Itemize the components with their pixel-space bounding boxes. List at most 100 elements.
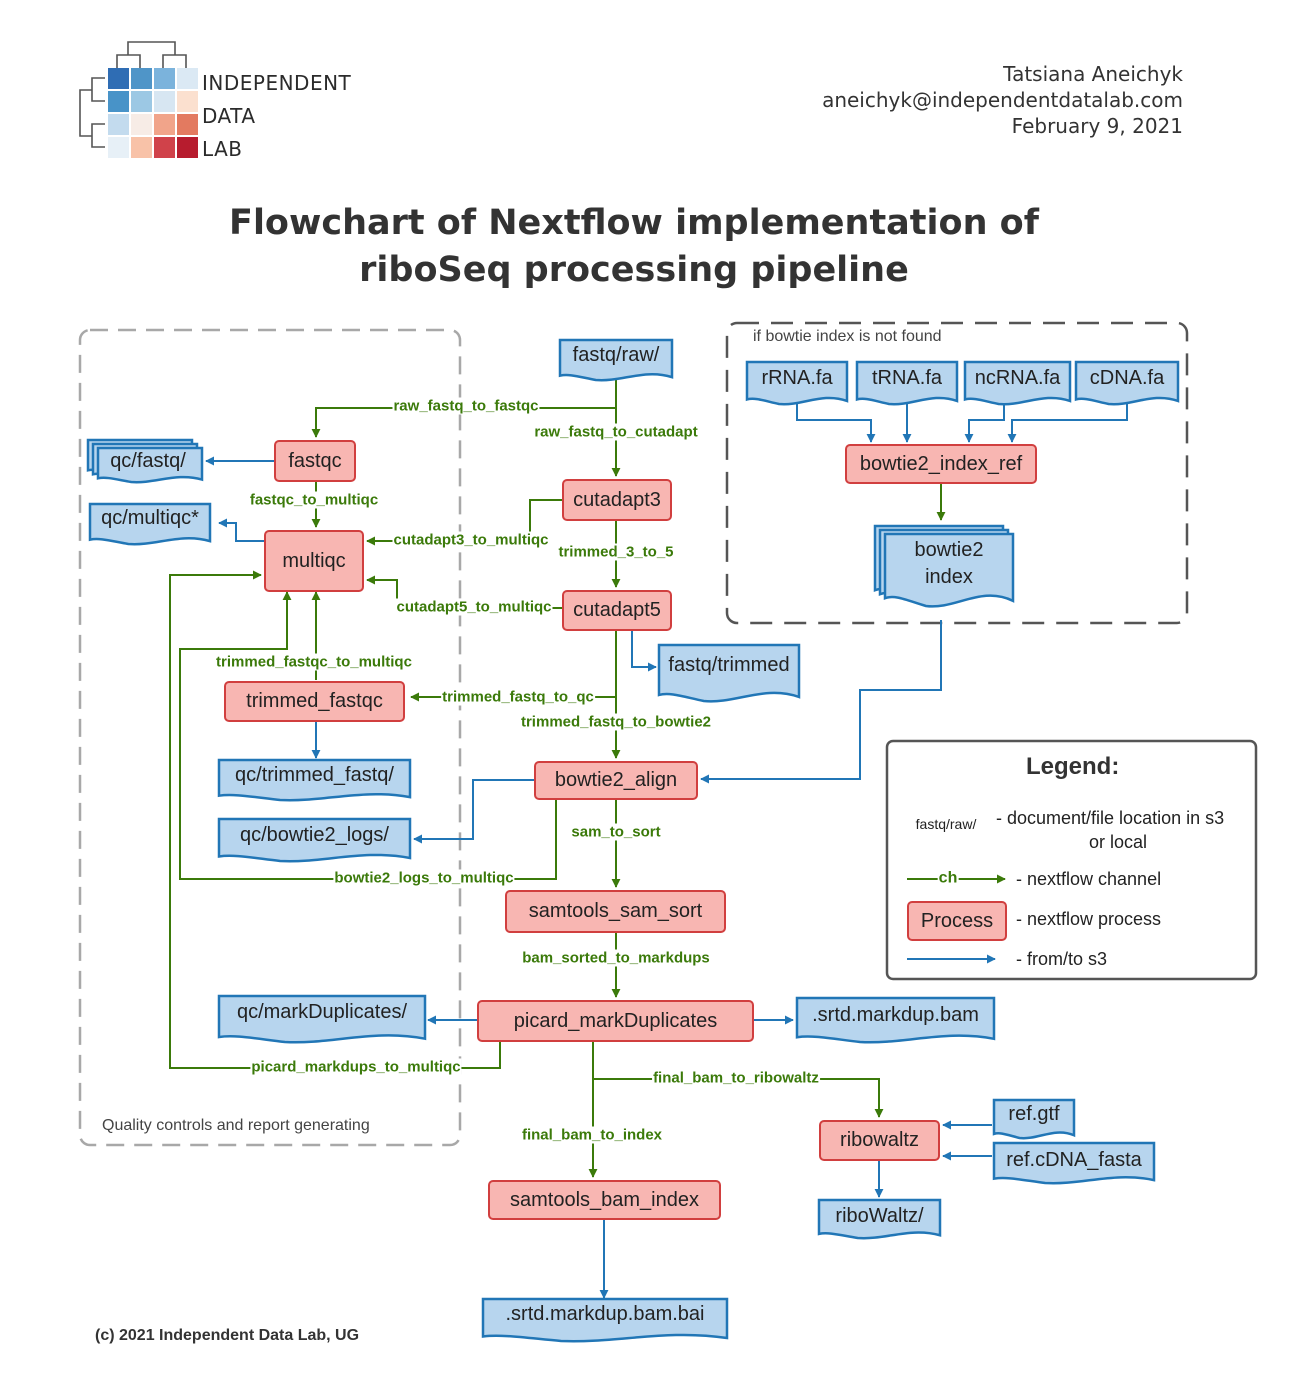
s3-cdna-to-index: [1007, 400, 1128, 443]
doc-trna[interactable]: tRNA.fa: [871, 367, 943, 389]
process-fastqc[interactable]: fastqc: [274, 440, 356, 482]
process-cutadapt5[interactable]: cutadapt5: [562, 590, 672, 631]
qc-group-box: [78, 328, 462, 1147]
doc-rrna[interactable]: rRNA.fa: [761, 367, 833, 389]
process-samtools-bam-index[interactable]: samtools_bam_index: [488, 1180, 721, 1220]
doc-bowtie2-index-line-2[interactable]: index: [925, 566, 973, 588]
legend-doc-desc-line-2: or local: [1089, 832, 1148, 852]
page-title-line-1: Flowchart of Nextflow implementation of: [229, 203, 1039, 243]
legend-doc-desc-line-1: - document/file location in s3: [996, 808, 1225, 828]
s3-ncrna-to-index: [964, 400, 1005, 443]
process-trimmed-fastqc[interactable]: trimmed_fastqc: [224, 681, 405, 722]
doc-shape-qc-markduplicates: [217, 994, 427, 1044]
legend-process-sample: Process: [907, 901, 1007, 941]
doc-fastq-raw[interactable]: fastq/raw/: [572, 344, 660, 366]
legend-title: Legend:: [1026, 753, 1120, 780]
doc-qc-fastq[interactable]: qc/fastq/: [110, 450, 186, 472]
channel-label-picard-markdups-to-multiqc: picard_markdups_to_multiqc: [250, 1058, 462, 1076]
channel-label-cutadapt5-to-multiqc: cutadapt5_to_multiqc: [395, 598, 553, 616]
doc-ncrna[interactable]: ncRNA.fa: [974, 367, 1061, 389]
author-date: February 9, 2021: [1011, 114, 1183, 138]
doc-bowtie2-index-line-1[interactable]: bowtie2: [914, 539, 984, 561]
doc-srtd-markdup-bai[interactable]: .srtd.markdup.bam.bai: [505, 1303, 705, 1325]
author-name: Tatsiana Aneichyk: [1003, 62, 1183, 86]
channel-label-cutadapt3-to-multiqc: cutadapt3_to_multiqc: [392, 531, 550, 549]
channel-label-raw-fastq-to-cutadapt: raw_fastq_to_cutadapt: [533, 423, 699, 441]
heatmap-cell: [154, 68, 175, 89]
channel-label-trimmed-fastqc-to-multiqc: trimmed_fastqc_to_multiqc: [215, 653, 413, 671]
doc-qc-multiqc[interactable]: qc/multiqc*: [101, 507, 199, 529]
legend-channel-desc: - nextflow channel: [1016, 869, 1162, 889]
channel-label-bowtie2-logs-to-multiqc: bowtie2_logs_to_multiqc: [333, 869, 515, 887]
heatmap-cell: [177, 114, 198, 135]
process-samtools-sam-sort[interactable]: samtools_sam_sort: [505, 890, 726, 933]
heatmap-cell: [154, 114, 175, 135]
doc-shape-qc-fastq: [96, 446, 204, 484]
doc-shape-cdna: [1074, 360, 1180, 406]
doc-qc-trimmed-fastq[interactable]: qc/trimmed_fastq/: [235, 764, 394, 786]
doc-ref-cdna-fasta[interactable]: ref.cDNA_fasta: [1006, 1149, 1142, 1171]
legend-s3-desc: - from/to s3: [1016, 949, 1108, 969]
logo-dendrogram: [79, 41, 187, 148]
channel-label-trimmed-3-to-5: trimmed_3_to_5: [557, 543, 675, 561]
s3-connectors: [205, 400, 1128, 1299]
legend-channel-sample: ch: [937, 869, 959, 887]
process-bowtie2-align[interactable]: bowtie2_align: [534, 761, 698, 800]
doc-shape-ribowaltz-output: [817, 1198, 942, 1240]
copyright-notice: (c) 2021 Independent Data Lab, UG: [95, 1327, 360, 1344]
heatmap-cell: [108, 137, 129, 158]
heatmap-cell: [177, 91, 198, 112]
channel-trimmed-fastq-to-qc: [410, 631, 617, 702]
doc-ref-gtf[interactable]: ref.gtf: [1008, 1103, 1060, 1125]
s3-bowtie2-index-to-align: [700, 620, 942, 784]
doc-srtd-markdup-bam[interactable]: .srtd.markdup.bam: [812, 1004, 979, 1026]
doc-qc-markduplicates[interactable]: qc/markDuplicates/: [236, 1001, 408, 1023]
doc-shape-fastq-trimmed: [657, 643, 801, 703]
channel-label-sam-to-sort: sam_to_sort: [570, 823, 662, 841]
legend-process-desc: - nextflow process: [1016, 909, 1162, 929]
channel-label-raw-fastq-to-fastqc: raw_fastq_to_fastqc: [392, 397, 540, 415]
legend-doc-sample: fastq/raw/: [915, 816, 977, 832]
process-picard-markduplicates[interactable]: picard_markDuplicates: [477, 1000, 754, 1042]
doc-qc-bowtie2-logs[interactable]: qc/bowtie2_logs/: [240, 824, 389, 846]
page-title-line-2: riboSeq processing pipeline: [359, 250, 909, 290]
process-multiqc[interactable]: multiqc: [264, 530, 364, 592]
doc-shape-srtd-markdup-bam: [795, 996, 996, 1044]
doc-shape-trna: [855, 360, 959, 406]
channel-label-final-bam-to-ribowaltz: final_bam_to_ribowaltz: [652, 1069, 820, 1087]
doc-shape-ncrna: [963, 360, 1072, 406]
doc-shape-ref-cdna-fasta: [992, 1141, 1156, 1185]
process-bowtie2-index-ref[interactable]: bowtie2_index_ref: [845, 444, 1037, 484]
index-group-box: [725, 321, 1189, 625]
doc-shape-qc-bowtie2-logs: [217, 817, 412, 863]
heatmap-cell: [177, 137, 198, 158]
channel-label-bam-sorted-to-markdups: bam_sorted_to_markdups: [521, 949, 711, 967]
doc-shape-fastq-raw: [558, 338, 674, 382]
heatmap-cell: [131, 137, 152, 158]
doc-shape-bowtie2-index: [883, 532, 1015, 608]
channel-label-fastqc-to-multiqc: fastqc_to_multiqc: [248, 491, 380, 509]
channel-bowtie2-logs-to-multiqc: [179, 591, 557, 880]
heatmap-cell: [131, 114, 152, 135]
s3-bowtie2-to-logs: [413, 779, 534, 844]
doc-ribowaltz-output[interactable]: riboWaltz/: [835, 1205, 924, 1227]
process-ribowaltz[interactable]: ribowaltz: [819, 1120, 940, 1161]
index-group-label: if bowtie index is not found: [753, 328, 942, 345]
heatmap-cell: [108, 68, 129, 89]
doc-shape-qc-trimmed-fastq: [217, 758, 412, 802]
s3-multiqc-to-qc-multiqc: [218, 518, 264, 542]
heatmap-cell: [177, 68, 198, 89]
heatmap-cell: [131, 68, 152, 89]
heatmap-cell: [108, 114, 129, 135]
qc-group-label: Quality controls and report generating: [102, 1117, 370, 1134]
channel-picard-markdups-to-multiqc: [169, 570, 501, 1069]
heatmap-cell: [154, 91, 175, 112]
brand-word-3: LAB: [202, 137, 243, 161]
doc-shape-rrna: [745, 360, 849, 406]
channel-label-trimmed-fastq-to-qc: trimmed_fastq_to_qc: [441, 688, 595, 706]
process-cutadapt3[interactable]: cutadapt3: [562, 479, 672, 521]
doc-cdna[interactable]: cDNA.fa: [1089, 367, 1165, 389]
s3-rrna-to-index: [796, 400, 876, 443]
doc-fastq-trimmed[interactable]: fastq/trimmed: [668, 654, 790, 676]
